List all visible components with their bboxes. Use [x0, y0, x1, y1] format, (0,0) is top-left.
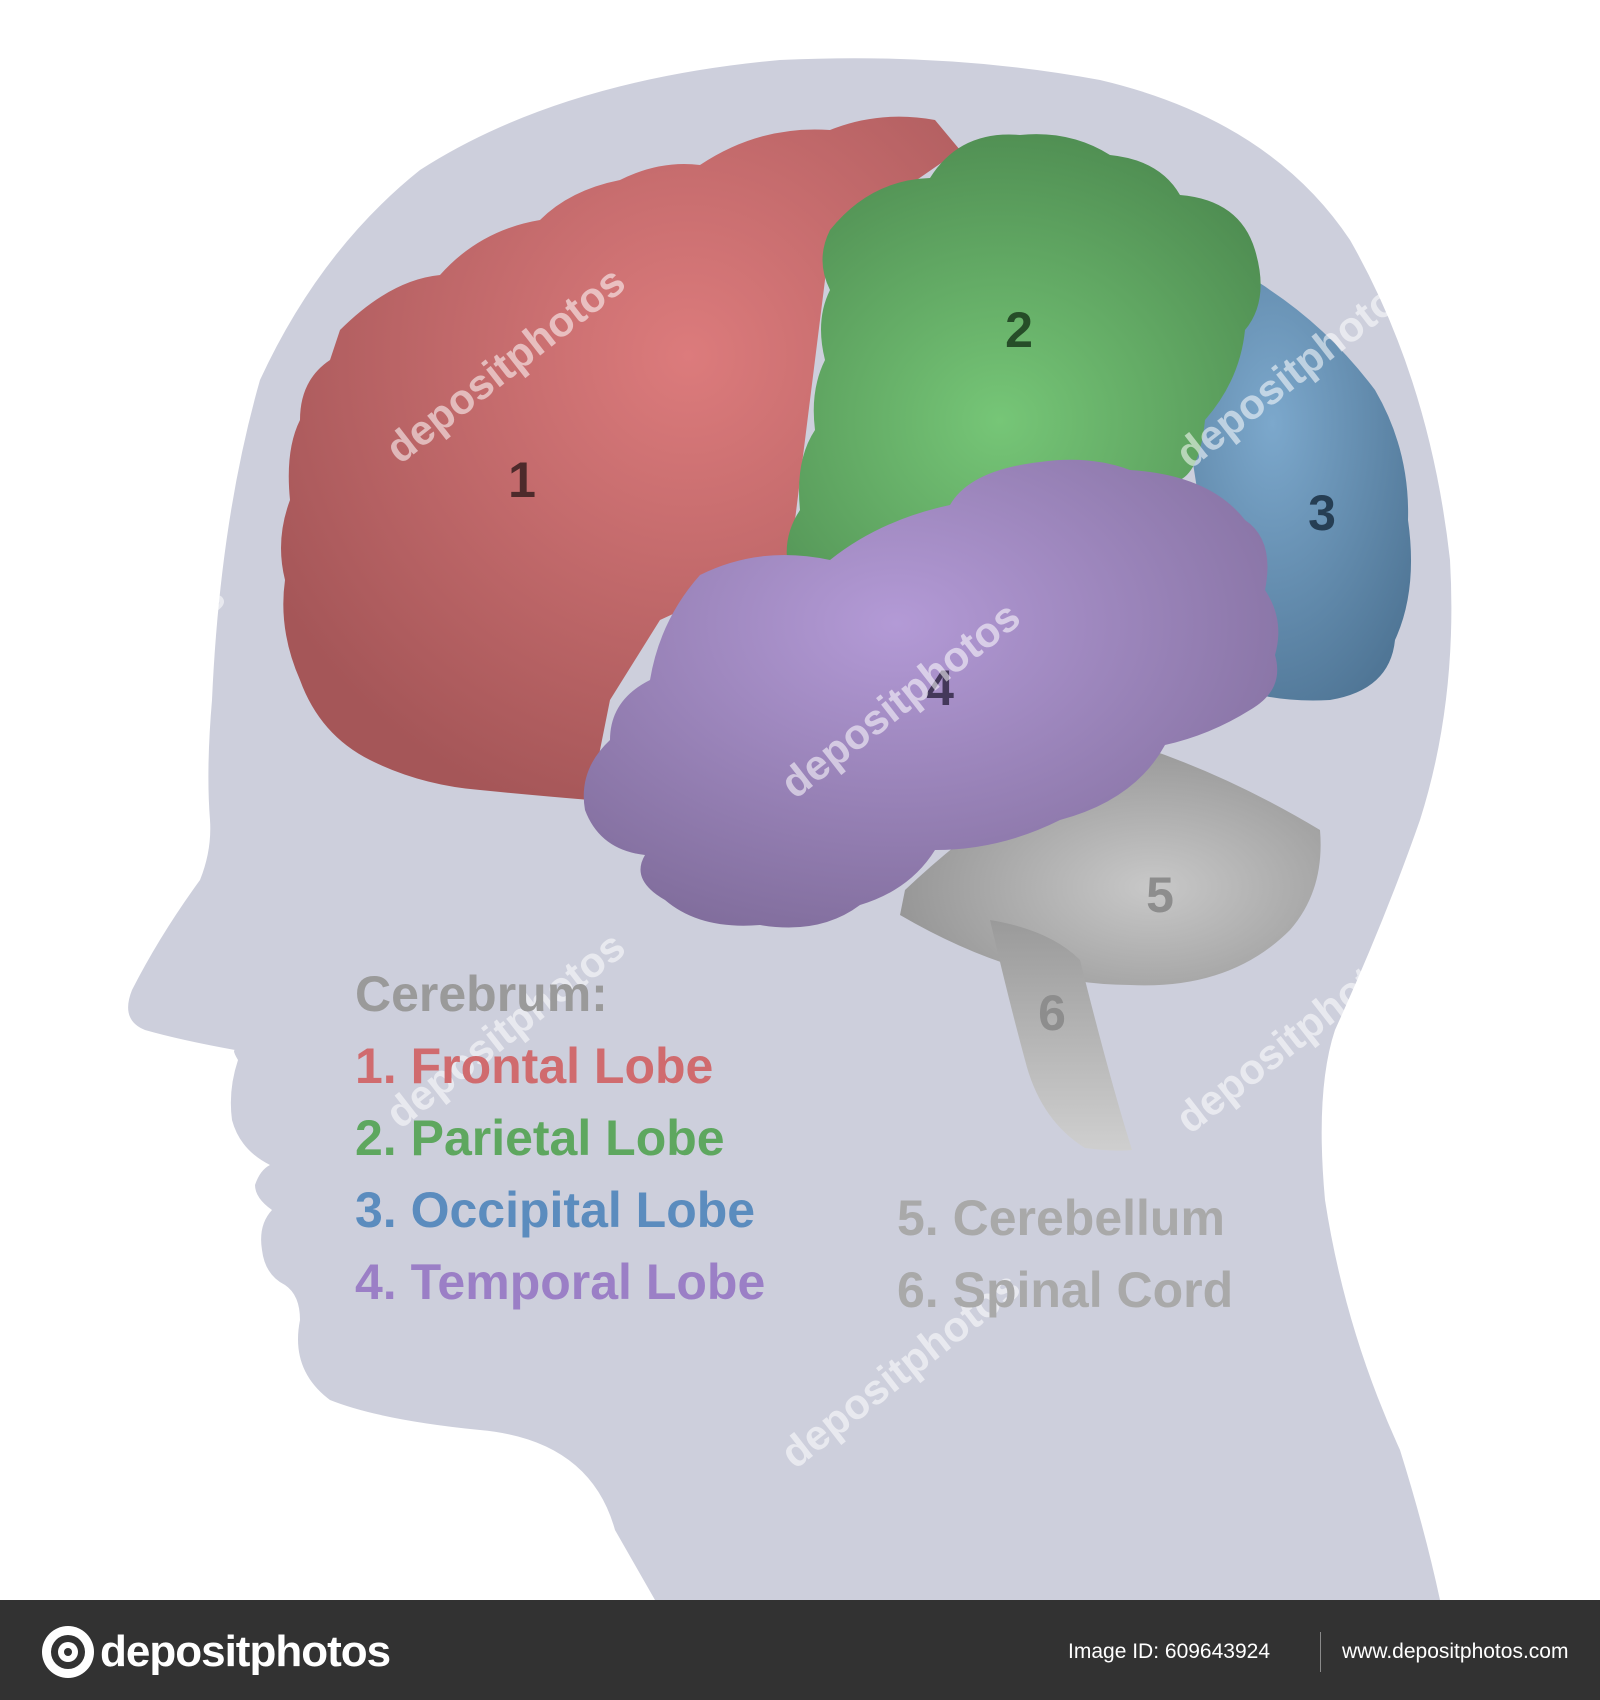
region-number-spinal-cord: 6	[1038, 985, 1066, 1041]
legend-item-cerebellum: 5. Cerebellum	[897, 1190, 1225, 1246]
region-parietal-lobe	[786, 134, 1261, 575]
watermark-7: depositphotos	[0, 572, 234, 787]
region-frontal-lobe	[281, 116, 960, 800]
legend-item-temporal: 4. Temporal Lobe	[355, 1254, 766, 1310]
region-number-parietal: 2	[1005, 302, 1033, 358]
watermark-8: depositphotos	[0, 1242, 234, 1457]
region-temporal-lobe	[583, 459, 1279, 928]
footer-divider	[1320, 1632, 1321, 1672]
legend-other: 5. Cerebellum 6. Spinal Cord	[897, 1182, 1233, 1326]
brand-logo-text[interactable]: depositphotos	[100, 1627, 391, 1676]
site-url-link[interactable]: www.depositphotos.com	[1342, 1640, 1569, 1663]
region-number-cerebellum: 5	[1146, 867, 1174, 923]
region-number-temporal: 4	[926, 660, 954, 716]
legend-item-parietal: 2. Parietal Lobe	[355, 1110, 725, 1166]
legend-cerebrum: Cerebrum: 1. Frontal Lobe 2. Parietal Lo…	[355, 958, 765, 1318]
legend-item-spinal-cord: 6. Spinal Cord	[897, 1262, 1234, 1318]
region-number-frontal: 1	[508, 452, 536, 508]
footer-bar: depositphotos Image ID: 609643924 www.de…	[0, 1600, 1600, 1700]
region-spinal-cord	[990, 920, 1132, 1151]
legend-heading: Cerebrum:	[355, 966, 608, 1022]
region-number-occipital: 3	[1308, 485, 1336, 541]
legend-item-frontal: 1. Frontal Lobe	[355, 1038, 714, 1094]
legend-item-occipital: 3. Occipital Lobe	[355, 1182, 756, 1238]
camera-aperture-icon	[42, 1626, 94, 1678]
image-id-label: Image ID: 609643924	[1068, 1640, 1270, 1663]
